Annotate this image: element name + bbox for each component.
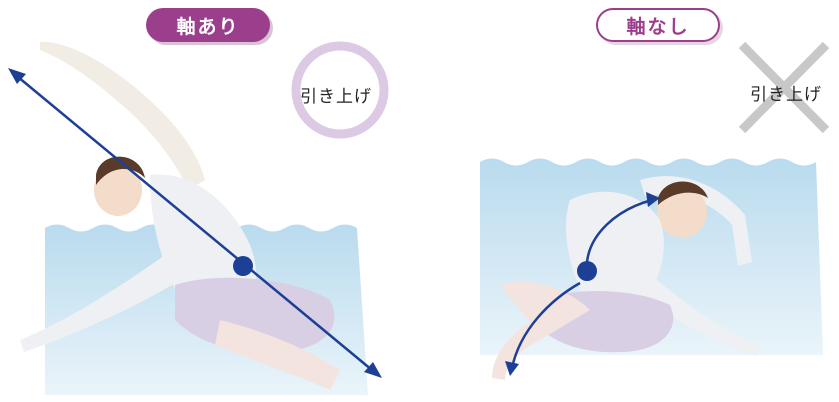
dancer-without-axis-illustration — [420, 0, 839, 402]
panel-with-axis: 軸あり 引き上げ — [0, 0, 420, 402]
dancer-with-axis-illustration — [0, 0, 420, 402]
lift-label-without-axis: 引き上げ — [750, 80, 822, 105]
lift-label-with-axis: 引き上げ — [300, 82, 372, 107]
badge-with-axis: 軸あり — [146, 8, 270, 42]
badge-without-axis: 軸なし — [596, 8, 720, 42]
center-of-gravity-dot — [233, 256, 253, 276]
panel-without-axis: 軸なし 引き上げ — [420, 0, 839, 402]
center-of-gravity-dot — [577, 261, 597, 281]
